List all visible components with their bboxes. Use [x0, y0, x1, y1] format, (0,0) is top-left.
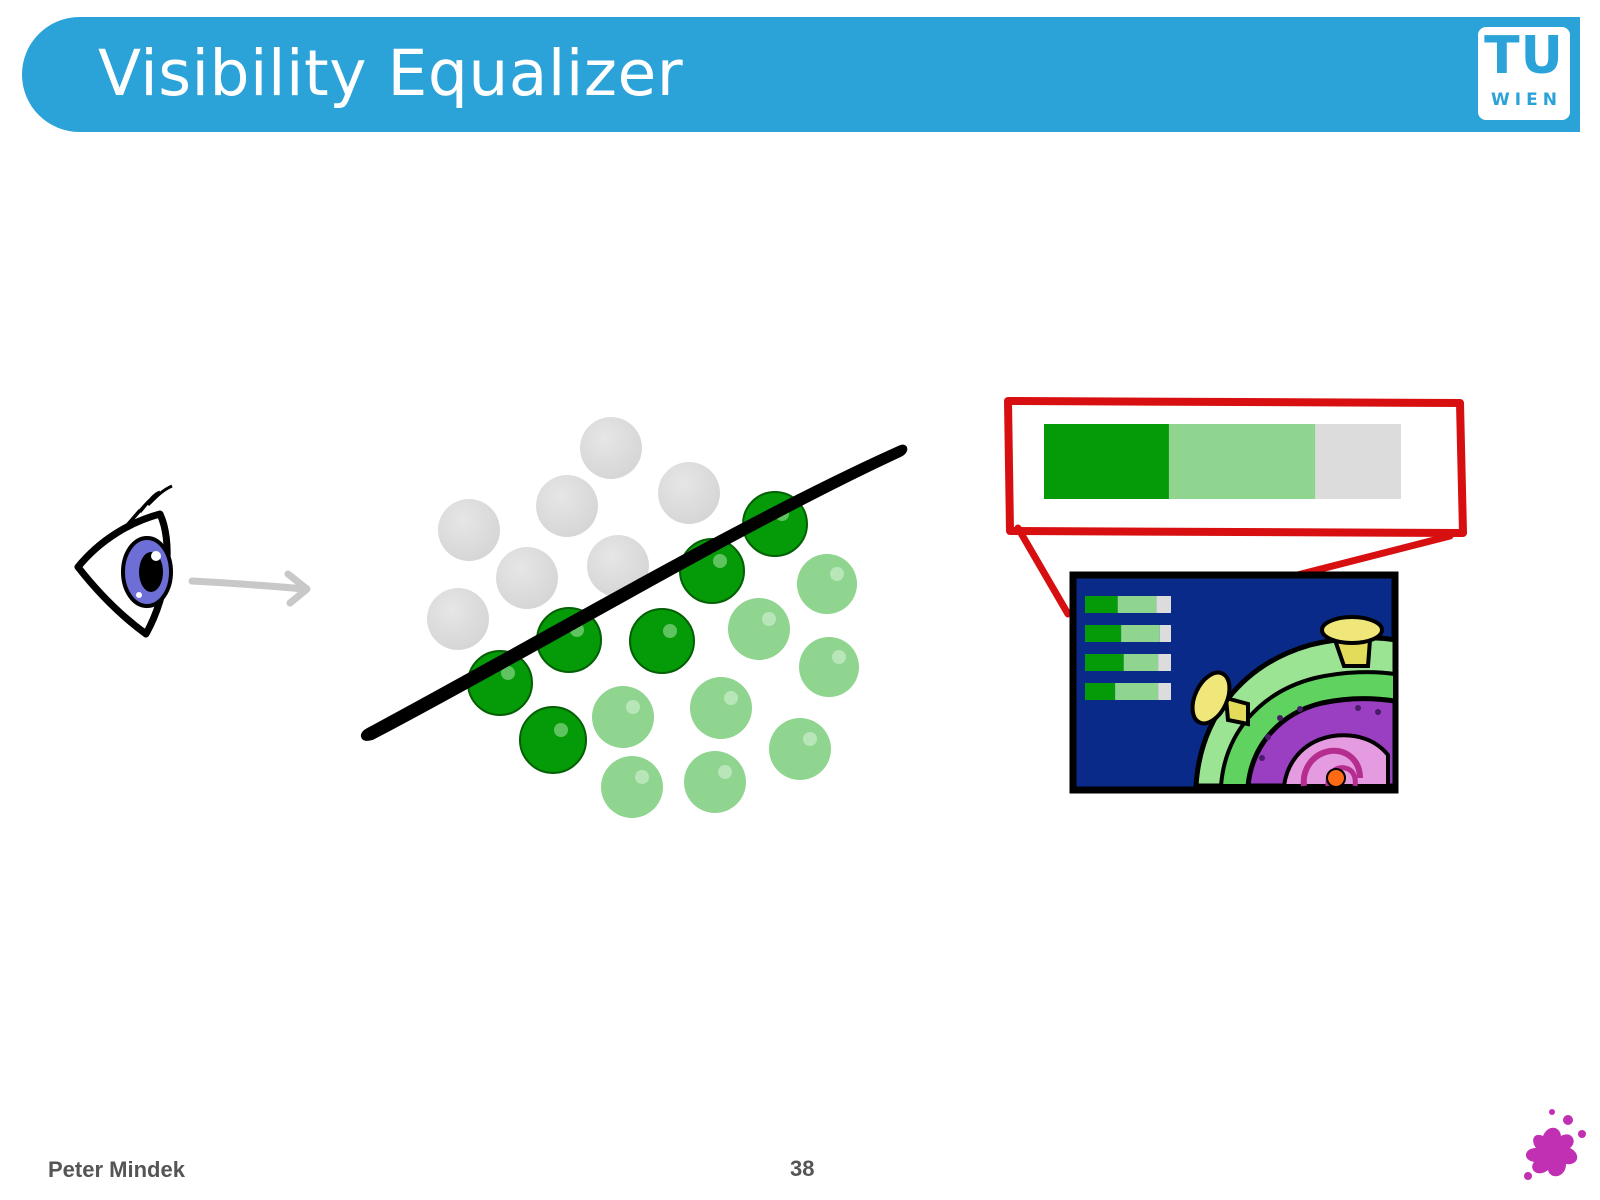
- visibility-bar: [1044, 424, 1401, 499]
- sphere-dark-green: [519, 706, 587, 774]
- arrow-right-icon: [188, 570, 311, 607]
- mini-bar-segment: [1121, 625, 1160, 642]
- eye-icon: [74, 484, 173, 638]
- mini-bar-segment: [1085, 654, 1124, 671]
- sphere-light-green: [601, 756, 663, 818]
- logo-text-small: WIEN: [1491, 90, 1562, 110]
- mini-bar-segment: [1158, 654, 1171, 671]
- sphere-gray: [536, 475, 598, 537]
- cell-illustration: [1190, 615, 1398, 789]
- logo-text-large: TU: [1484, 26, 1564, 86]
- mini-bar-segment: [1159, 625, 1171, 642]
- mini-bar-segment: [1156, 596, 1171, 613]
- footer-author: Peter Mindek: [48, 1157, 185, 1182]
- mini-bar-segment: [1085, 625, 1122, 642]
- mini-visibility-bars: [1085, 596, 1171, 700]
- sphere-gray: [580, 417, 642, 479]
- mini-bar-segment: [1158, 683, 1171, 700]
- visibility-segment-visible: [1044, 424, 1169, 499]
- splat-logo-icon: [1524, 1109, 1586, 1180]
- mini-bar-segment: [1085, 683, 1116, 700]
- sphere-light-green: [728, 598, 790, 660]
- mini-bar-segment: [1123, 654, 1159, 671]
- sphere-light-green: [797, 554, 857, 614]
- visibility-bar-callout: [1004, 397, 1467, 618]
- visibility-segment-partially-visible: [1168, 424, 1316, 499]
- sphere-gray: [658, 462, 720, 524]
- partially-visible-spheres: [592, 554, 859, 818]
- sphere-light-green: [769, 718, 831, 780]
- title-banner: [22, 17, 1580, 132]
- tu-wien-logo: TU WIEN: [1478, 27, 1570, 120]
- mini-bar-segment: [1115, 683, 1159, 700]
- sphere-light-green: [592, 686, 654, 748]
- visibility-segment-clipped: [1315, 424, 1401, 499]
- page-number: 38: [790, 1156, 815, 1181]
- clipped-spheres: [427, 417, 720, 650]
- sphere-gray: [427, 588, 489, 650]
- sphere-gray: [438, 499, 500, 561]
- sphere-light-green: [690, 677, 752, 739]
- sphere-light-green: [684, 751, 746, 813]
- sphere-light-green: [799, 637, 859, 697]
- slide-title: Visibility Equalizer: [98, 37, 684, 110]
- sphere-gray: [496, 547, 558, 609]
- sphere-dark-green: [629, 608, 695, 674]
- application-screen: [1069, 571, 1399, 794]
- mini-bar-segment: [1085, 596, 1118, 613]
- clipping-plane-line: [360, 444, 908, 741]
- mini-bar-segment: [1117, 596, 1157, 613]
